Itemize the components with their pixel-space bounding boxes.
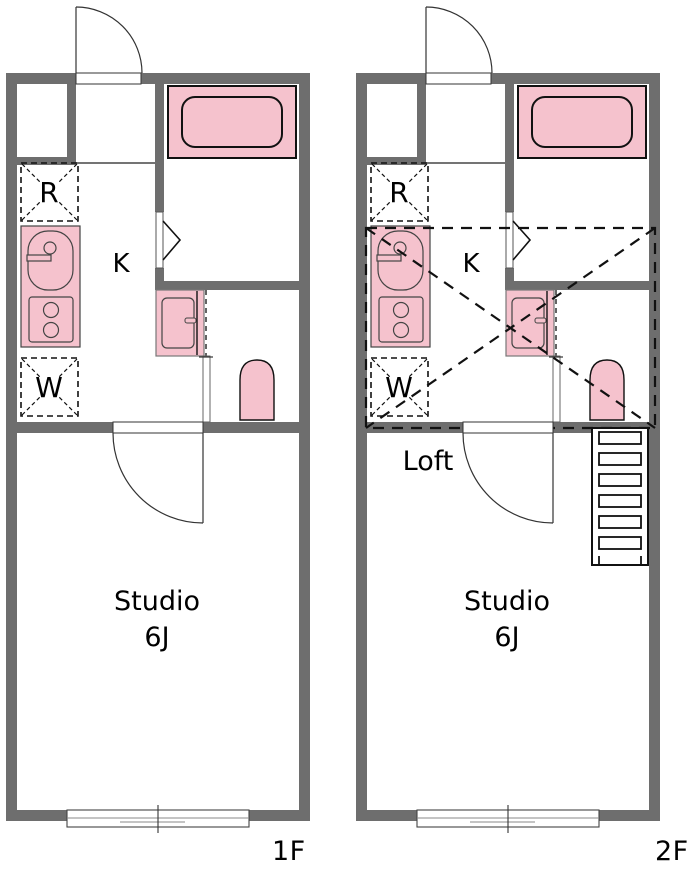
washbasin-1f [155,289,205,357]
kitchen-unit-2f [370,225,431,348]
floor-label-1f: 1F [272,836,306,867]
balcony-window-2f[interactable] [416,805,600,833]
toilet-2f [589,359,625,421]
studio-label-1f: Studio [114,586,200,617]
washer-marker-1f: W [20,357,79,417]
studio-size-2f: 6J [494,622,519,653]
bathroom-folding-door-2f[interactable] [505,211,532,269]
entry-door-2f[interactable] [425,6,493,85]
studio-label-2f: Studio [464,586,550,617]
bathroom-folding-door-1f[interactable] [155,211,182,269]
washbasin-2f [505,289,555,357]
refrigerator-marker-1f: R [20,162,79,222]
refrigerator-marker-2f: R [370,162,429,222]
kitchen-label-2f: K [462,249,480,279]
room-door-1f[interactable] [112,421,204,524]
balcony-window-1f[interactable] [66,805,250,833]
kitchen-label-1f: K [112,249,130,279]
floor-plan-2f: R K W [350,0,700,883]
kitchen-unit-1f [20,225,81,348]
floor-label-2f: 2F [655,836,689,867]
loft-label-2f: Loft [403,446,454,477]
bathtub-2f [517,85,647,159]
washer-label: W [385,371,413,404]
loft-ladder-2f[interactable] [591,427,649,566]
refrigerator-label: R [39,176,58,209]
floor-plan-1f-drawing: R K W [6,6,310,833]
floor-plan-1f: R K W [6,6,310,833]
toilet-sliding-door-2f[interactable] [549,290,563,423]
refrigerator-label: R [389,176,408,209]
bathtub-1f [167,85,297,159]
washer-label: W [35,371,63,404]
studio-size-1f: 6J [144,622,169,653]
room-door-2f[interactable] [462,421,554,524]
toilet-sliding-door-1f[interactable] [199,290,213,423]
entry-door-1f[interactable] [75,6,143,85]
washer-marker-2f: W [370,357,429,417]
walls-1f [6,73,310,821]
toilet-1f [239,359,275,421]
floor-plan-2f-drawing: R K W [356,6,660,833]
